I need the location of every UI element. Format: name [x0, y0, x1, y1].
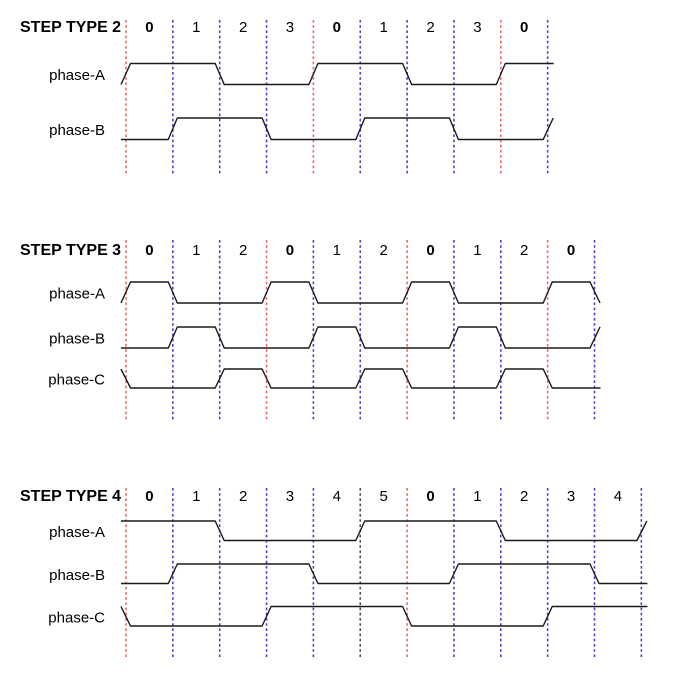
phase-label: phase-B — [49, 331, 105, 348]
section-title: STEP TYPE 2 — [20, 19, 121, 36]
waveform-phase-B — [121, 326, 601, 349]
phase-label: phase-C — [48, 609, 105, 626]
step-number: 1 — [380, 19, 388, 36]
waveform-phase-A — [120, 281, 601, 304]
step-number: 2 — [426, 19, 434, 36]
step-number: 0 — [145, 242, 153, 259]
step-number: 0 — [426, 488, 434, 505]
phase-label: phase-C — [48, 372, 105, 389]
section-step-type-3: STEP TYPE 3 0 1 2 0 1 2 0 1 2 0 phase-A phase-B phase… — [20, 240, 601, 422]
waveform-phase-B — [121, 563, 648, 585]
step-number: 2 — [239, 19, 247, 36]
step-number: 3 — [567, 488, 575, 505]
step-number: 0 — [333, 19, 341, 36]
step-number: 0 — [145, 488, 153, 505]
section-title: STEP TYPE 3 — [20, 242, 121, 259]
section-step-type-2: STEP TYPE 2 0 1 2 3 0 1 2 3 0 phase-A phase-B — [20, 19, 554, 175]
step-number: 1 — [473, 488, 481, 505]
step-number: 1 — [192, 242, 200, 259]
step-number: 3 — [286, 488, 294, 505]
waveform-phase-C — [120, 605, 648, 627]
waveform-phase-C — [120, 368, 601, 389]
waveform-phase-B — [121, 117, 554, 141]
waveform-phase-A — [121, 520, 648, 542]
phase-label: phase-B — [49, 567, 105, 584]
phase-label: phase-A — [49, 67, 105, 84]
step-number: 4 — [614, 488, 622, 505]
step-number: 1 — [192, 488, 200, 505]
phase-label: phase-A — [49, 524, 105, 541]
section-title: STEP TYPE 4 — [20, 488, 121, 505]
phase-label: phase-B — [49, 122, 105, 139]
step-number: 1 — [473, 242, 481, 259]
step-number: 1 — [192, 19, 200, 36]
step-number: 2 — [239, 242, 247, 259]
step-number: 0 — [145, 19, 153, 36]
step-number: 2 — [520, 242, 528, 259]
step-number: 4 — [333, 488, 341, 505]
step-number: 0 — [567, 242, 575, 259]
step-number: 0 — [286, 242, 294, 259]
step-number: 1 — [333, 242, 341, 259]
waveform-phase-A — [120, 62, 554, 86]
step-number: 3 — [286, 19, 294, 36]
section-step-type-4: STEP TYPE 4 0 1 2 3 4 5 0 1 2 3 4 phase-A phase-B phas… — [20, 488, 648, 659]
step-number: 2 — [239, 488, 247, 505]
step-number: 0 — [520, 19, 528, 36]
step-number: 2 — [520, 488, 528, 505]
step-number: 3 — [473, 19, 481, 36]
step-number: 5 — [380, 488, 388, 505]
step-number: 2 — [380, 242, 388, 259]
phase-label: phase-A — [49, 286, 105, 303]
step-number: 0 — [426, 242, 434, 259]
